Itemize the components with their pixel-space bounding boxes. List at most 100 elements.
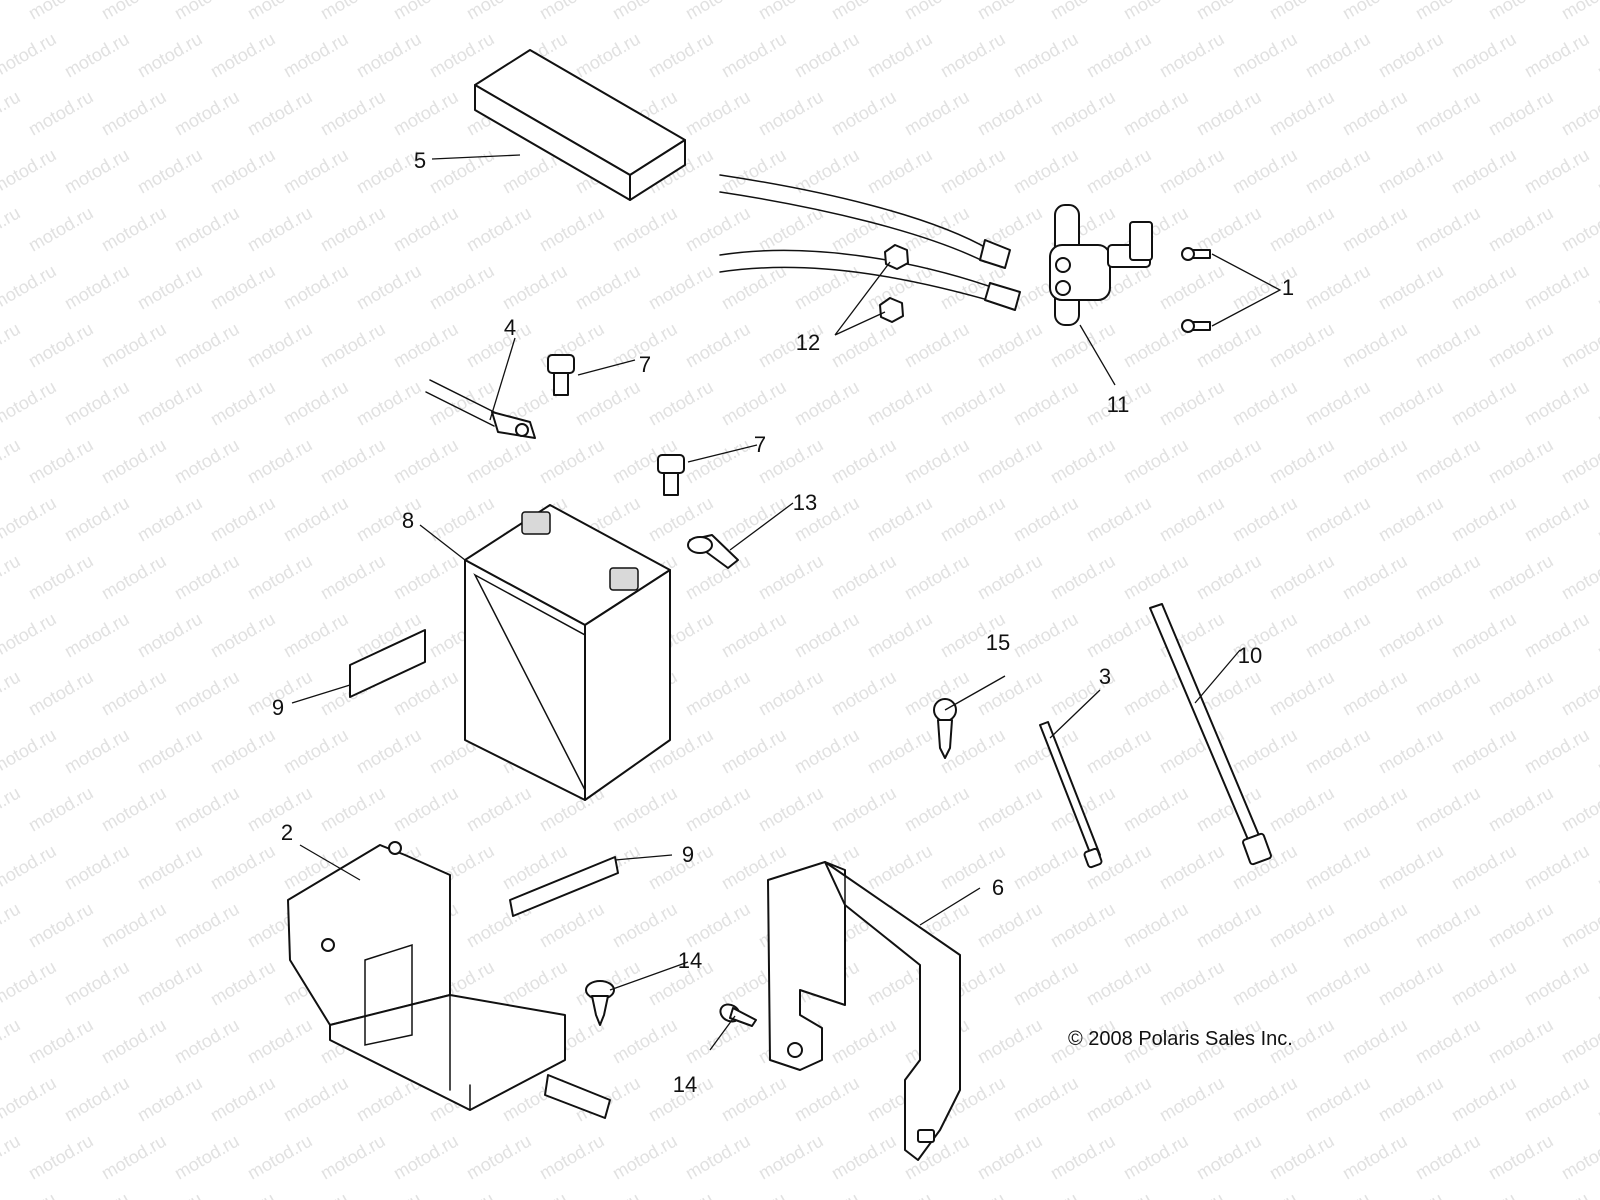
- watermark-text: motod.ru: [317, 435, 389, 488]
- callout-4: 4: [504, 315, 516, 340]
- callout-10: 10: [1238, 643, 1262, 668]
- watermark-text: motod.ru: [645, 841, 717, 894]
- watermark-text: motod.ru: [937, 145, 1009, 198]
- watermark-text: motod.ru: [1485, 1015, 1557, 1068]
- watermark-text: motod.ru: [1156, 145, 1228, 198]
- watermark-text: motod.ru: [1339, 899, 1411, 952]
- watermark-text: motod.ru: [1485, 319, 1557, 372]
- watermark-text: motod.ru: [61, 957, 133, 1010]
- watermark-text: motod.ru: [828, 0, 900, 23]
- watermark-text: motod.ru: [353, 29, 425, 82]
- watermark-text: motod.ru: [1120, 783, 1192, 836]
- callout-9-right: 9: [682, 842, 694, 867]
- watermark-text: motod.ru: [1156, 493, 1228, 546]
- watermark-text: motod.ru: [134, 1073, 206, 1126]
- watermark-text: motod.ru: [1558, 203, 1600, 256]
- watermark-text: motod.ru: [1485, 667, 1557, 720]
- watermark-text: motod.ru: [1521, 261, 1593, 314]
- watermark-text: motod.ru: [901, 0, 973, 23]
- copyright-notice: © 2008 Polaris Sales Inc.: [1068, 1028, 1293, 1050]
- watermark-text: motod.ru: [463, 783, 535, 836]
- watermark-text: motod.ru: [1558, 1015, 1600, 1068]
- watermark-text: motod.ru: [390, 319, 462, 372]
- watermark-text: motod.ru: [0, 609, 60, 662]
- watermark-text: motod.ru: [1193, 435, 1265, 488]
- watermark-text: motod.ru: [98, 1131, 170, 1184]
- watermark-text: motod.ru: [1448, 29, 1520, 82]
- watermark-text: motod.ru: [1302, 1073, 1374, 1126]
- watermark-text: motod.ru: [1229, 957, 1301, 1010]
- callout-5: 5: [414, 148, 426, 173]
- watermark-text: motod.ru: [1594, 1073, 1600, 1126]
- watermark-text: motod.ru: [280, 1073, 352, 1126]
- watermark-text: motod.ru: [1448, 261, 1520, 314]
- part-8-battery: [464, 504, 671, 801]
- watermark-text: motod.ru: [718, 377, 790, 430]
- watermark-text: motod.ru: [1193, 203, 1265, 256]
- watermark-text: motod.ru: [390, 667, 462, 720]
- watermark-text: motod.ru: [718, 145, 790, 198]
- part-15-clip: [933, 698, 957, 759]
- watermark-text: motod.ru: [1339, 319, 1411, 372]
- watermark-text: motod.ru: [755, 87, 827, 140]
- watermark-text: motod.ru: [1156, 957, 1228, 1010]
- watermark-text: motod.ru: [353, 725, 425, 778]
- watermark-text: motod.ru: [0, 261, 60, 314]
- watermark-text: motod.ru: [901, 435, 973, 488]
- watermark-text: motod.ru: [353, 1189, 425, 1200]
- watermark-text: motod.ru: [1594, 1189, 1600, 1200]
- watermark-text: motod.ru: [1594, 609, 1600, 662]
- watermark-text: motod.ru: [1375, 841, 1447, 894]
- watermark-text: motod.ru: [61, 609, 133, 662]
- watermark-text: motod.ru: [937, 377, 1009, 430]
- watermark-text: motod.ru: [61, 145, 133, 198]
- watermark-text: motod.ru: [1448, 725, 1520, 778]
- watermark-text: motod.ru: [1302, 841, 1374, 894]
- watermark-text: motod.ru: [682, 667, 754, 720]
- watermark-text: motod.ru: [244, 0, 316, 23]
- watermark-text: motod.ru: [1521, 1073, 1593, 1126]
- watermark-text: motod.ru: [1448, 841, 1520, 894]
- watermark-text: motod.ru: [317, 87, 389, 140]
- watermark-text: motod.ru: [1521, 609, 1593, 662]
- watermark-text: motod.ru: [390, 783, 462, 836]
- watermark-text: motod.ru: [864, 377, 936, 430]
- watermark-text: motod.ru: [1521, 29, 1593, 82]
- watermark-text: motod.ru: [1010, 841, 1082, 894]
- watermark-text: motod.ru: [207, 145, 279, 198]
- watermark-text: motod.ru: [0, 145, 60, 198]
- watermark-text: motod.ru: [901, 319, 973, 372]
- watermark-text: motod.ru: [1594, 261, 1600, 314]
- watermark-text: motod.ru: [1412, 667, 1484, 720]
- watermark-text: motod.ru: [536, 435, 608, 488]
- watermark-text: motod.ru: [1266, 1131, 1338, 1184]
- watermark-text: motod.ru: [171, 1015, 243, 1068]
- watermark-text: motod.ru: [864, 29, 936, 82]
- watermark-text: motod.ru: [134, 957, 206, 1010]
- watermark-text: motod.ru: [1266, 899, 1338, 952]
- watermark-text: motod.ru: [390, 435, 462, 488]
- watermark-text: motod.ru: [536, 1131, 608, 1184]
- callout-2: 2: [281, 820, 293, 845]
- watermark-text: motod.ru: [207, 957, 279, 1010]
- watermark-text: motod.ru: [755, 551, 827, 604]
- watermark-text: motod.ru: [0, 29, 60, 82]
- watermark-text: motod.ru: [0, 841, 60, 894]
- watermark-text: motod.ru: [1302, 609, 1374, 662]
- watermark-text: motod.ru: [1375, 377, 1447, 430]
- watermark-text: motod.ru: [1412, 0, 1484, 23]
- watermark-text: motod.ru: [463, 203, 535, 256]
- watermark-text: motod.ru: [1558, 0, 1600, 23]
- watermark-text: motod.ru: [1083, 29, 1155, 82]
- callout-3: 3: [1099, 664, 1111, 689]
- part-9-labels: [349, 629, 619, 917]
- watermark-text: motod.ru: [134, 841, 206, 894]
- watermark-text: motod.ru: [0, 1015, 24, 1068]
- watermark-text: motod.ru: [1302, 261, 1374, 314]
- watermark-text: motod.ru: [755, 203, 827, 256]
- watermark-text: motod.ru: [1375, 493, 1447, 546]
- watermark-text: motod.ru: [1375, 725, 1447, 778]
- watermark-text: motod.ru: [645, 261, 717, 314]
- watermark-text: motod.ru: [25, 1131, 97, 1184]
- watermark-text: motod.ru: [1010, 145, 1082, 198]
